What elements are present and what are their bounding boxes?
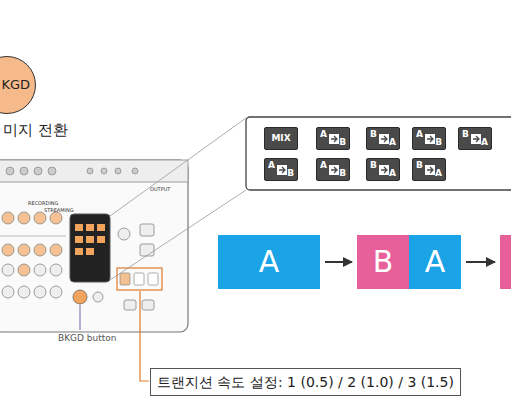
- icon-letter: A: [320, 130, 327, 139]
- image-box: A: [218, 235, 320, 289]
- icon-letter: A: [389, 138, 396, 147]
- icon-letter: B: [339, 138, 346, 147]
- bkgd-circle: KGD미지 전환: [0, 56, 36, 114]
- button-name: KGD: [1, 77, 30, 92]
- touch-screen: [70, 214, 110, 282]
- transition-icon: BA: [458, 127, 492, 150]
- icon-letter: A: [416, 130, 423, 139]
- result-box: [500, 235, 511, 289]
- transition-icon: AB: [316, 127, 350, 150]
- icon-letter: A: [320, 161, 327, 170]
- connector-jacks: [6, 167, 138, 175]
- bkgd-button: [73, 290, 87, 304]
- image-letter: A: [425, 247, 446, 277]
- transition-icon: AB: [264, 158, 298, 181]
- icon-letter: A: [481, 138, 488, 147]
- button-group-label: RECORDING: [28, 200, 58, 206]
- icon-letter: B: [287, 169, 294, 178]
- heading-text: 미지 전환: [3, 121, 68, 140]
- device-body: [0, 160, 188, 332]
- zoom-line: [110, 118, 246, 216]
- icon-letter: A: [268, 161, 275, 170]
- buttons: [2, 212, 62, 298]
- icon-letter: B: [416, 161, 423, 170]
- panel-label: OUTPUT: [150, 186, 170, 192]
- image-letter: B: [373, 247, 394, 277]
- side-buttons: [118, 224, 154, 310]
- transition-icon: BA: [412, 158, 446, 181]
- transition-icon: BA: [366, 127, 400, 150]
- icon-letter: MIX: [265, 134, 297, 143]
- transition-icon: AB: [412, 127, 446, 150]
- connector-strip: [0, 160, 188, 182]
- transition-icon: AB: [316, 158, 350, 181]
- speed-callout: 트랜지션 속도 설정: 1 (0.5) / 2 (1.0) / 3 (1.5): [150, 368, 461, 396]
- icon-letter: B: [370, 130, 377, 139]
- leader-line: [80, 305, 81, 330]
- button-group-label: STREAMING: [44, 207, 74, 213]
- icon-letter: A: [389, 169, 396, 178]
- icon-letter: B: [370, 161, 377, 170]
- image-letter: A: [259, 247, 280, 277]
- icon-letter: A: [435, 169, 442, 178]
- icon-letter: B: [462, 130, 469, 139]
- part-name: BKGD button: [58, 333, 117, 343]
- image-box: B: [357, 235, 409, 289]
- icon-callout-frame: [246, 117, 511, 190]
- transition-icon: MIX: [264, 127, 298, 150]
- image-box: A: [409, 235, 461, 289]
- transition-icon: BA: [366, 158, 400, 181]
- arrow-connector: [325, 261, 352, 263]
- icon-letter: B: [435, 138, 442, 147]
- arrow: [466, 261, 495, 263]
- callout-text: 트랜지션 속도 설정: 1 (0.5) / 2 (1.0) / 3 (1.5): [157, 374, 454, 390]
- leader-line: [140, 291, 149, 381]
- screen-buttons: [75, 224, 105, 255]
- icon-letter: B: [339, 169, 346, 178]
